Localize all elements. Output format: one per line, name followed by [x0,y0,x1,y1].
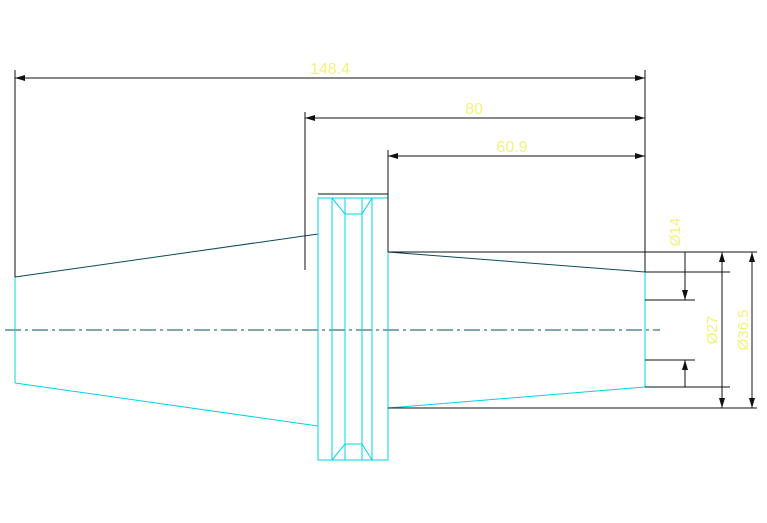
right-shank [387,251,646,409]
dim-mid-diameter: Ø27 [704,316,721,344]
dim-shank-length: 60.9 [496,139,527,156]
dim-overall-length: 148.4 [310,61,350,78]
extension-lines [14,70,757,409]
flange [317,197,389,461]
dim-small-diameter: Ø14 [667,218,684,246]
left-taper [14,233,319,427]
dim-large-diameter: Ø36.5 [735,310,752,351]
dim-flange-to-end: 80 [465,101,483,118]
